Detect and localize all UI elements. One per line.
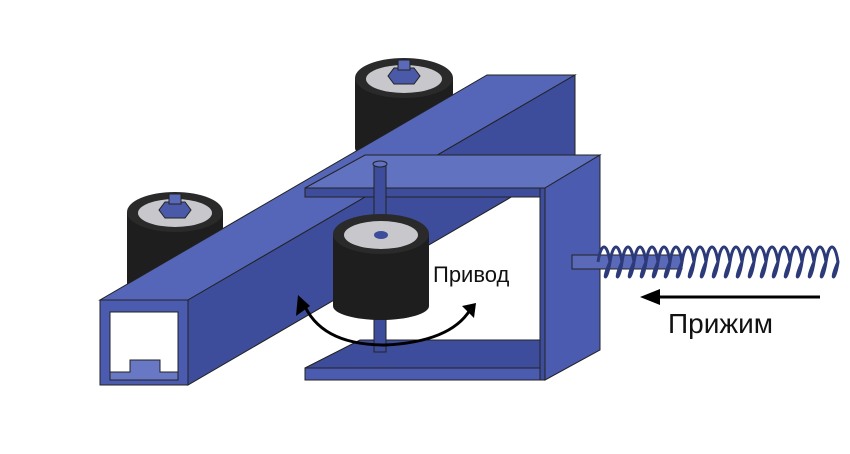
press-arrow-icon <box>640 289 820 305</box>
rotation-arrow-icon <box>296 295 476 347</box>
nut-icon <box>158 201 192 219</box>
roller-drive <box>333 160 429 353</box>
press-label: Прижим <box>668 308 773 339</box>
nut-icon <box>387 67 421 85</box>
spring-icon <box>571 245 840 279</box>
drive-label: Привод <box>433 262 510 287</box>
